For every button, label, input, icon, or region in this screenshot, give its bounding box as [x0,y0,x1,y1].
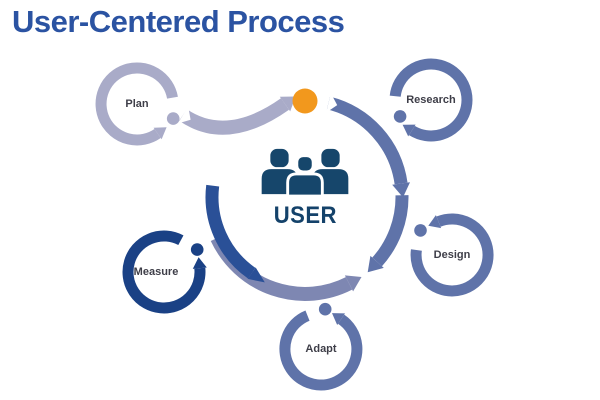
user-middle-body [286,172,324,198]
adapt-ring-arrowhead [332,313,345,325]
research-ring-arc [389,58,473,142]
plan-to-center-arrow [179,98,290,135]
plan-ring-arc [95,62,178,146]
plan-ring-arrowhead [153,127,167,140]
plan-to-center-fishtail [177,106,191,124]
measure-ring-dot [190,243,204,256]
node-adapt: Adapt [271,299,371,399]
node-plan: Plan [87,54,187,154]
design-ring-icon [410,213,494,297]
center-user-label: USER [273,202,337,229]
research-ring-arrowhead [402,124,416,137]
user-right-head [321,148,340,168]
research-ring-icon [389,58,473,142]
center-top-dot [292,88,318,114]
cycle-arc-right-lower [372,195,409,267]
adapt-ring-arc [279,310,363,391]
center-user: USER [250,146,360,230]
node-design: Design [402,205,502,305]
cycle-arrows-graphic [177,88,410,301]
node-research: Research [381,50,481,150]
research-ring-dot [393,110,407,123]
design-ring-arrowhead [428,215,442,229]
design-ring-dot [414,224,427,237]
adapt-ring-dot [318,302,332,316]
user-left-head [270,148,289,168]
design-ring-arc [410,213,494,297]
user-middle-head [295,154,315,174]
measure-ring-arrowhead [192,257,207,269]
node-measure: Measure [114,222,214,322]
users-icon [261,148,349,198]
cycle-arc-bottom-arrowhead [344,275,362,292]
cycle-arc-right-lower-arrowhead [367,255,384,273]
plan-ring-dot [166,112,180,125]
measure-ring-icon [122,230,207,314]
adapt-ring-icon [279,302,363,391]
cycle-arc-right-upper-fishtail [326,93,338,113]
cycle-arc-left-arrowhead [247,267,265,283]
plan-ring-icon [95,62,180,146]
cycle-arc-left [205,184,256,279]
cycle-arc-right-upper-arrowhead [392,182,410,198]
cycle-arc-right-upper [326,96,408,185]
plan-to-center-arrowhead [279,96,296,112]
page-title: User-Centered Process [12,4,345,39]
measure-ring-arc [122,230,206,314]
